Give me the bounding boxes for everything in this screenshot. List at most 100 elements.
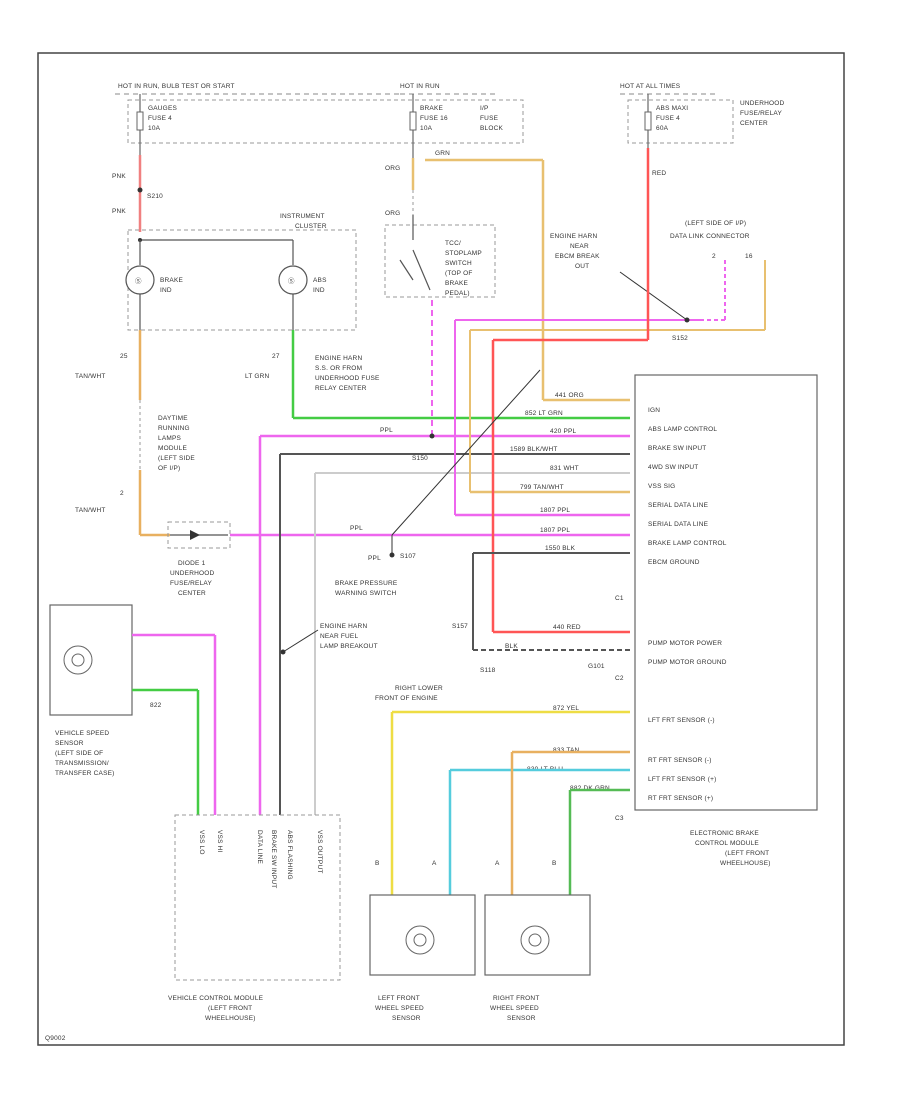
svg-text:LFT FRT SENSOR (+): LFT FRT SENSOR (+) xyxy=(648,776,716,783)
svg-text:STOPLAMP: STOPLAMP xyxy=(445,250,482,257)
svg-text:EBCM BREAK: EBCM BREAK xyxy=(555,253,600,260)
svg-text:831 WHT: 831 WHT xyxy=(550,465,579,472)
svg-text:BLK: BLK xyxy=(505,643,518,650)
svg-text:FUSE 4: FUSE 4 xyxy=(656,115,680,122)
diagram-frame xyxy=(37,52,845,1046)
svg-text:2: 2 xyxy=(712,253,716,260)
svg-text:882 DK GRN: 882 DK GRN xyxy=(570,785,610,792)
svg-text:1550 BLK: 1550 BLK xyxy=(545,545,576,552)
svg-text:440 RED: 440 RED xyxy=(553,624,581,631)
svg-text:RIGHT FRONT: RIGHT FRONT xyxy=(493,995,540,1002)
svg-text:4WD SW INPUT: 4WD SW INPUT xyxy=(648,464,698,471)
svg-text:A: A xyxy=(432,860,437,867)
svg-text:799 TAN/WHT: 799 TAN/WHT xyxy=(520,484,564,491)
svg-text:IGN: IGN xyxy=(648,407,660,414)
svg-text:S210: S210 xyxy=(147,193,163,200)
vehicle-speed-sensor: VEHICLE SPEED SENSOR (LEFT SIDE OF TRANS… xyxy=(49,604,133,777)
power-label-run: HOT IN RUN xyxy=(400,83,440,90)
svg-text:FRONT OF ENGINE: FRONT OF ENGINE xyxy=(375,695,438,702)
svg-text:441 ORG: 441 ORG xyxy=(555,392,584,399)
svg-text:833 TAN: 833 TAN xyxy=(553,747,580,754)
diagram-code: Q9002 xyxy=(45,1035,66,1042)
svg-text:PNK: PNK xyxy=(112,208,126,215)
svg-text:1807 PPL: 1807 PPL xyxy=(540,507,570,514)
svg-text:FUSE/RELAY: FUSE/RELAY xyxy=(740,110,782,117)
svg-text:ABS MAXI: ABS MAXI xyxy=(656,105,688,112)
svg-text:BRAKE PRESSURE: BRAKE PRESSURE xyxy=(335,580,398,587)
svg-text:UNDERHOOD: UNDERHOOD xyxy=(170,570,215,577)
svg-text:1589 BLK/WHT: 1589 BLK/WHT xyxy=(510,446,558,453)
svg-text:LEFT FRONT: LEFT FRONT xyxy=(378,995,420,1002)
svg-text:ABS FLASHING: ABS FLASHING xyxy=(286,830,293,880)
svg-text:TAN/WHT: TAN/WHT xyxy=(75,507,106,514)
svg-text:ENGINE HARN: ENGINE HARN xyxy=(320,623,367,630)
svg-text:G101: G101 xyxy=(588,663,605,670)
svg-text:16: 16 xyxy=(745,253,753,260)
abs-indicator-lamp: Ⓢ ABS IND xyxy=(278,240,327,330)
data-link-connector: (LEFT SIDE OF I/P) DATA LINK CONNECTOR 2… xyxy=(670,220,753,260)
engine-harn-label-2: ENGINE HARN NEAR EBCM BREAK OUT xyxy=(550,233,688,321)
svg-text:SENSOR: SENSOR xyxy=(55,740,84,747)
brake-indicator-lamp: Ⓢ BRAKE IND xyxy=(125,240,184,330)
ebcm-pin-labels: IGN ABS LAMP CONTROL BRAKE SW INPUT 4WD … xyxy=(648,407,727,802)
svg-text:RUNNING: RUNNING xyxy=(158,425,190,432)
svg-text:VEHICLE CONTROL MODULE: VEHICLE CONTROL MODULE xyxy=(168,995,264,1002)
svg-text:RT FRT SENSOR (-): RT FRT SENSOR (-) xyxy=(648,757,712,764)
svg-text:BLOCK: BLOCK xyxy=(480,125,504,132)
fuse-brake: BRAKE FUSE 16 10A xyxy=(409,94,448,158)
underhood-center-label: UNDERHOOD FUSE/RELAY CENTER xyxy=(740,100,784,127)
svg-text:822: 822 xyxy=(150,702,162,709)
left-front-wheel-speed-sensor: LEFT FRONT WHEEL SPEED SENSOR xyxy=(369,894,476,1022)
svg-text:NEAR: NEAR xyxy=(570,243,589,250)
ebcm-module xyxy=(634,374,818,811)
svg-text:LFT FRT SENSOR (-): LFT FRT SENSOR (-) xyxy=(648,717,715,724)
vcm-label: VEHICLE CONTROL MODULE (LEFT FRONT WHEEL… xyxy=(168,995,264,1022)
svg-text:FUSE 16: FUSE 16 xyxy=(420,115,448,122)
svg-text:EBCM GROUND: EBCM GROUND xyxy=(648,559,700,566)
svg-text:S107: S107 xyxy=(400,553,416,560)
svg-text:FUSE/RELAY: FUSE/RELAY xyxy=(170,580,212,587)
svg-text:RT FRT SENSOR (+): RT FRT SENSOR (+) xyxy=(648,795,713,802)
svg-text:10A: 10A xyxy=(420,125,433,132)
svg-text:IND: IND xyxy=(313,287,325,294)
svg-text:ENGINE HARN: ENGINE HARN xyxy=(550,233,597,240)
svg-text:TRANSFER CASE): TRANSFER CASE) xyxy=(55,770,115,777)
svg-text:BRAKE: BRAKE xyxy=(160,277,184,284)
svg-text:RIGHT LOWER: RIGHT LOWER xyxy=(395,685,443,692)
svg-text:SERIAL DATA LINE: SERIAL DATA LINE xyxy=(648,502,709,509)
right-front-wheel-speed-sensor: RIGHT FRONT WHEEL SPEED SENSOR xyxy=(484,894,591,1022)
svg-text:DIODE 1: DIODE 1 xyxy=(178,560,206,567)
svg-text:PPL: PPL xyxy=(368,555,381,562)
svg-text:DATA LINE: DATA LINE xyxy=(256,830,263,865)
svg-text:CENTER: CENTER xyxy=(740,120,768,127)
svg-text:OF I/P): OF I/P) xyxy=(158,465,180,472)
svg-text:FUSE 4: FUSE 4 xyxy=(148,115,172,122)
svg-text:2: 2 xyxy=(120,490,124,497)
drl-module-label: DAYTIME RUNNING LAMPS MODULE (LEFT SIDE … xyxy=(158,415,195,472)
vcm-pins: VSS LO VSS HI DATA LINE BRAKE SW INPUT A… xyxy=(198,830,323,888)
svg-text:PEDAL): PEDAL) xyxy=(445,290,470,297)
diode-1 xyxy=(167,521,231,549)
engine-harn-label-3: ENGINE HARN NEAR FUEL LAMP BREAKOUT xyxy=(280,623,378,655)
svg-text:CONTROL MODULE: CONTROL MODULE xyxy=(695,840,759,847)
svg-text:C2: C2 xyxy=(615,675,624,682)
svg-text:(LEFT SIDE: (LEFT SIDE xyxy=(158,455,195,462)
svg-text:852 LT GRN: 852 LT GRN xyxy=(525,410,563,417)
svg-text:MODULE: MODULE xyxy=(158,445,187,452)
stoplamp-switch xyxy=(384,224,496,298)
svg-text:PPL: PPL xyxy=(380,427,393,434)
svg-text:(LEFT FRONT: (LEFT FRONT xyxy=(208,1005,252,1012)
svg-text:WHEEL SPEED: WHEEL SPEED xyxy=(490,1005,539,1012)
svg-text:TRANSMISSION/: TRANSMISSION/ xyxy=(55,760,109,767)
svg-text:VSS SIG: VSS SIG xyxy=(648,483,675,490)
svg-text:S.S. OR FROM: S.S. OR FROM xyxy=(315,365,362,372)
svg-text:VSS OUTPUT: VSS OUTPUT xyxy=(316,830,323,874)
svg-text:S118: S118 xyxy=(480,667,496,674)
svg-text:C3: C3 xyxy=(615,815,624,822)
ip-fuse-block-label: I/P FUSE BLOCK xyxy=(480,105,504,132)
fuse-gauges: GAUGES FUSE 4 10A xyxy=(136,94,177,155)
svg-text:GAUGES: GAUGES xyxy=(148,105,177,112)
svg-text:TAN/WHT: TAN/WHT xyxy=(75,373,106,380)
svg-text:B: B xyxy=(375,860,380,867)
